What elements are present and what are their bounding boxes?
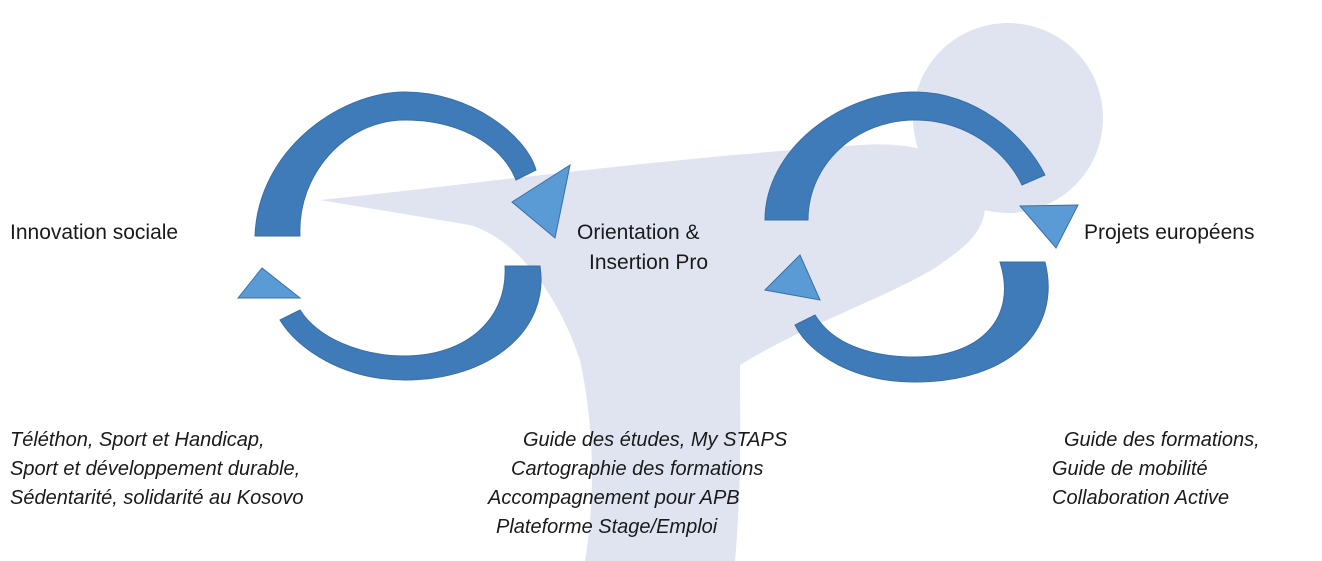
cycle-arrows-left <box>236 91 571 381</box>
detail-line: Téléthon, Sport et Handicap, <box>10 429 265 451</box>
node-orientation-line-2: Insertion Pro <box>589 251 709 274</box>
detail-line: Cartographie des formations <box>511 458 764 480</box>
detail-line: Sédentarité, solidarité au Kosovo <box>10 487 304 509</box>
node-projets-europeens: Projets européens <box>1084 221 1255 244</box>
node-orientation-insertion: Orientation & Insertion Pro <box>577 218 708 278</box>
arrow-top-right-body <box>764 91 1046 221</box>
arrow-top-left-body <box>254 91 537 237</box>
arrow-bottom-right-head <box>763 254 821 301</box>
detail-line: Collaboration Active <box>1052 487 1230 509</box>
detail-line: Sport et développement durable, <box>10 458 301 480</box>
arrow-bottom-left-head <box>236 267 302 299</box>
detail-line: Plateforme Stage/Emploi <box>496 516 718 538</box>
watermark-body <box>320 144 985 561</box>
cycle-arrows-right <box>763 91 1079 383</box>
watermark-head <box>913 23 1103 213</box>
detail-line: Guide des études, My STAPS <box>523 429 788 451</box>
details-projets: Guide des formations, Guide de mobilité … <box>1052 426 1260 513</box>
details-orientation: Guide des études, My STAPS Cartographie … <box>488 426 787 542</box>
node-orientation-line-1: Orientation & <box>577 221 700 244</box>
detail-line: Guide des formations, <box>1064 429 1260 451</box>
arrow-bottom-right-body <box>794 261 1049 383</box>
watermark-logo <box>320 23 1103 561</box>
arrow-bottom-left-body <box>279 265 542 381</box>
arrow-top-right-head <box>1018 204 1079 249</box>
details-innovation: Téléthon, Sport et Handicap, Sport et dé… <box>10 426 304 513</box>
detail-line: Accompagnement pour APB <box>488 487 740 509</box>
node-innovation-sociale: Innovation sociale <box>10 221 179 244</box>
arrow-top-left-head <box>511 163 571 239</box>
detail-line: Guide de mobilité <box>1052 458 1208 480</box>
